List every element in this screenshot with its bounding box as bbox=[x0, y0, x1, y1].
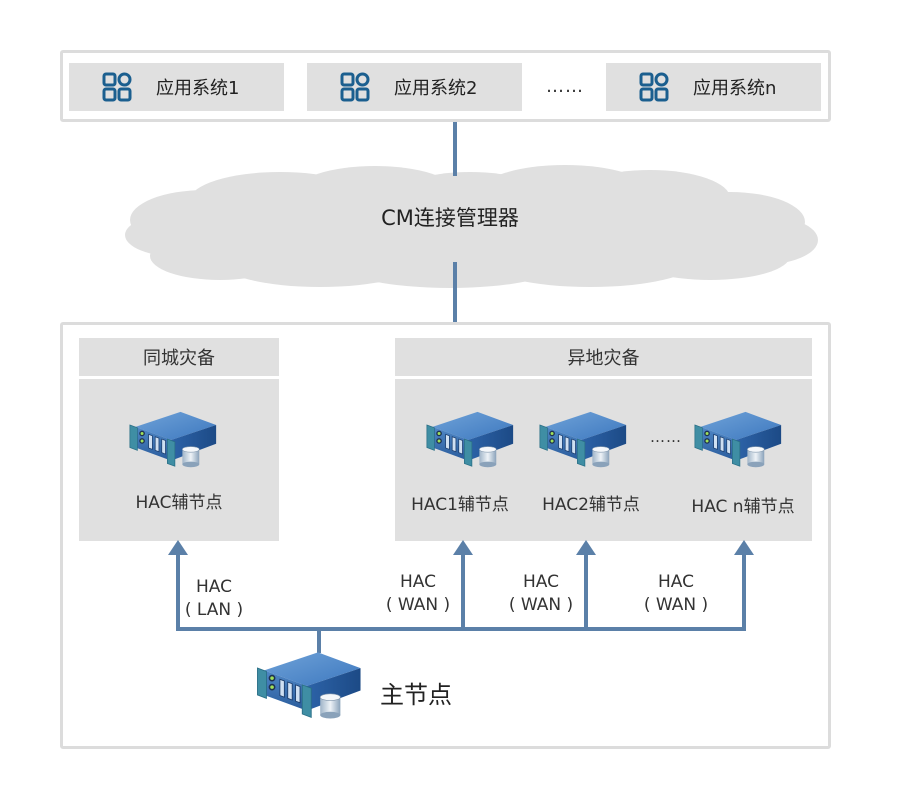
link-network: ( WAN ) bbox=[385, 595, 451, 615]
remote-node-label: HAC2辅节点 bbox=[542, 495, 640, 515]
server-icon[interactable] bbox=[423, 410, 517, 470]
server-icon[interactable] bbox=[691, 410, 785, 470]
remote-title: 异地灾备 bbox=[567, 348, 640, 369]
remote-nodes-ellipsis: …… bbox=[650, 428, 682, 446]
app-systems-ellipsis: …… bbox=[546, 76, 584, 97]
remote-header: 异地灾备 bbox=[395, 338, 812, 376]
link-line-wan-1 bbox=[461, 554, 465, 630]
primary-node-label: 主节点 bbox=[380, 681, 452, 709]
apps-grid-icon bbox=[639, 72, 669, 102]
remote-node-label: HAC1辅节点 bbox=[411, 495, 509, 515]
app-system-label: 应用系统2 bbox=[394, 78, 478, 99]
arrow-up-icon bbox=[734, 540, 754, 555]
server-icon[interactable] bbox=[253, 650, 365, 722]
apps-grid-icon bbox=[340, 72, 370, 102]
app-system-label: 应用系统1 bbox=[156, 78, 240, 99]
link-protocol: HAC bbox=[400, 572, 436, 592]
link-network: ( LAN ) bbox=[184, 600, 244, 620]
link-line-wan-2 bbox=[584, 554, 588, 630]
link-bus bbox=[176, 627, 746, 631]
connector-bus-to-primary bbox=[317, 627, 321, 653]
link-network: ( WAN ) bbox=[508, 595, 574, 615]
app-system-label: 应用系统n bbox=[693, 78, 777, 99]
app-system-2[interactable]: 应用系统2 bbox=[307, 63, 522, 111]
link-line-wan-n bbox=[742, 554, 746, 630]
link-protocol: HAC bbox=[523, 572, 559, 592]
arrow-up-icon bbox=[168, 540, 188, 555]
same-city-title: 同城灾备 bbox=[143, 348, 215, 369]
same-city-header: 同城灾备 bbox=[79, 338, 279, 376]
link-label-wan-2: HAC ( WAN ) bbox=[503, 571, 579, 617]
apps-grid-icon bbox=[102, 72, 132, 102]
connector-cm-top bbox=[453, 160, 457, 176]
connection-manager-label: CM连接管理器 bbox=[381, 206, 519, 230]
connector-apps-to-cm bbox=[453, 122, 457, 174]
same-city-panel bbox=[79, 379, 279, 541]
link-label-lan: HAC ( LAN ) bbox=[182, 576, 246, 622]
app-system-n[interactable]: 应用系统n bbox=[606, 63, 821, 111]
server-icon[interactable] bbox=[126, 410, 220, 470]
app-system-1[interactable]: 应用系统1 bbox=[69, 63, 284, 111]
link-network: ( WAN ) bbox=[643, 595, 709, 615]
link-label-wan-n: HAC ( WAN ) bbox=[638, 571, 714, 617]
remote-node-label: HAC n辅节点 bbox=[691, 497, 795, 517]
connector-cm-to-dr bbox=[453, 262, 457, 324]
link-label-wan-1: HAC ( WAN ) bbox=[380, 571, 456, 617]
link-protocol: HAC bbox=[196, 577, 232, 597]
same-city-node-label: HAC辅节点 bbox=[135, 493, 223, 513]
link-line-lan bbox=[176, 554, 180, 630]
server-icon[interactable] bbox=[536, 410, 630, 470]
cloud-icon bbox=[125, 165, 818, 288]
link-protocol: HAC bbox=[658, 572, 694, 592]
arrow-up-icon bbox=[453, 540, 473, 555]
arrow-up-icon bbox=[576, 540, 596, 555]
